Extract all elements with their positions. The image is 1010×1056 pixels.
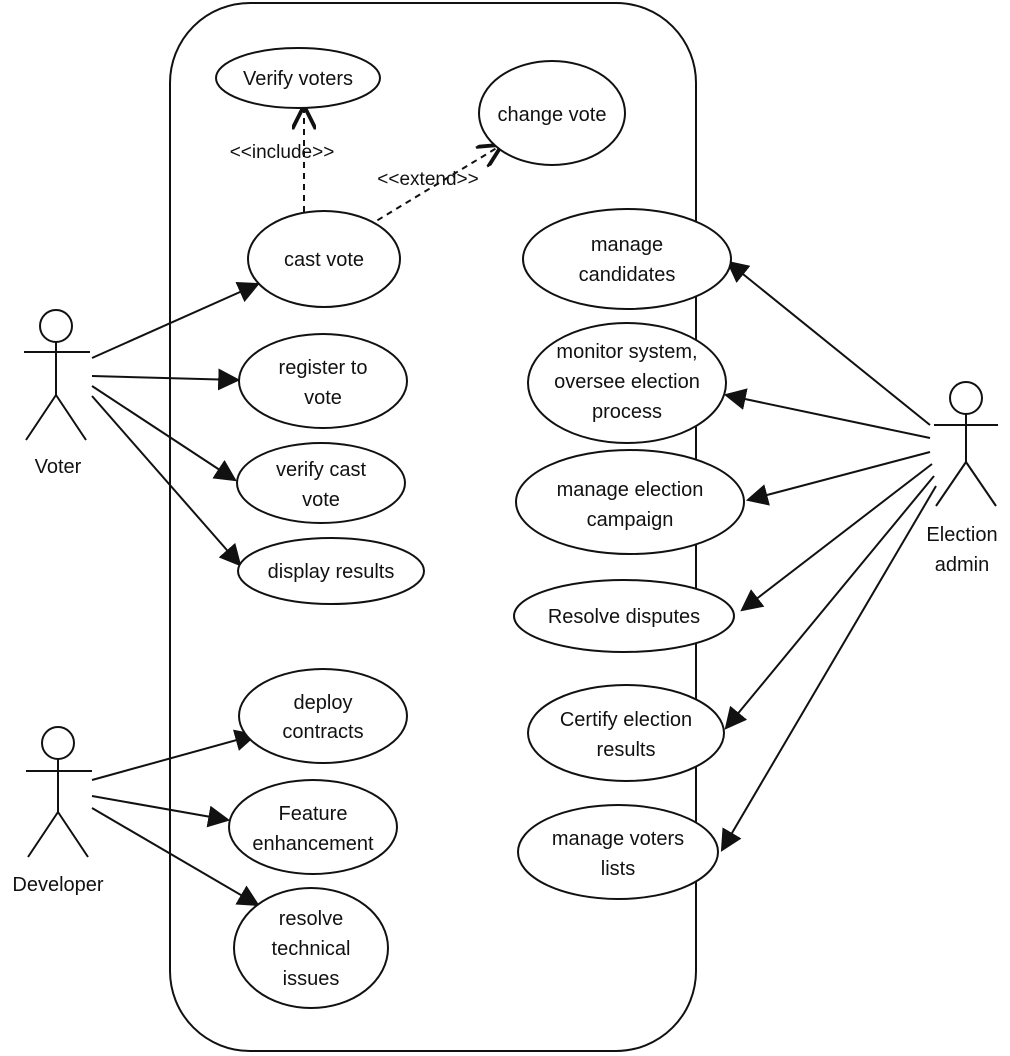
use-case-display-results[interactable]: display results [237,537,425,605]
svg-text:Verify voters: Verify voters [243,68,353,90]
use-case-certify-election-results[interactable]: Certify election results [527,684,725,782]
svg-text:manage: manage [591,234,663,256]
svg-text:candidates: candidates [579,264,676,286]
svg-text:Feature: Feature [279,803,348,825]
svg-text:cast vote: cast vote [284,249,364,271]
use-case-verify-voters[interactable]: Verify voters [215,47,381,109]
use-case-change-vote[interactable]: change vote [478,60,626,166]
svg-text:campaign: campaign [587,509,674,531]
extend-connector [367,146,500,227]
svg-text:verify cast: verify cast [276,459,366,481]
actor-voter[interactable]: Voter [24,309,90,478]
use-case-deploy-contracts[interactable]: deploy contracts [238,668,408,764]
svg-text:Developer: Developer [12,874,104,896]
admin-associations [720,260,937,852]
use-case-resolve-technical-issues[interactable]: resolve technical issues [233,887,389,1009]
use-case-resolve-disputes[interactable]: Resolve disputes [513,579,735,653]
svg-text:lists: lists [601,858,635,880]
svg-text:vote: vote [304,387,342,409]
svg-text:process: process [592,401,662,423]
actor-election-admin[interactable]: Election admin [926,381,998,576]
svg-text:oversee election: oversee election [554,371,700,393]
svg-text:Resolve disputes: Resolve disputes [548,606,700,628]
use-case-manage-election-campaign[interactable]: manage election campaign [515,449,745,555]
svg-text:monitor system,: monitor system, [556,341,697,363]
svg-text:manage election: manage election [557,479,704,501]
developer-associations [91,729,260,907]
svg-text:enhancement: enhancement [252,833,374,855]
svg-text:change vote: change vote [498,104,607,126]
use-case-cast-vote[interactable]: cast vote [247,210,401,308]
svg-text:register to: register to [279,357,368,379]
svg-text:technical: technical [272,938,351,960]
svg-text:contracts: contracts [282,721,363,743]
use-case-manage-candidates[interactable]: manage candidates [522,208,732,310]
svg-text:resolve: resolve [279,908,343,930]
svg-text:admin: admin [935,554,989,576]
include-label: <<include>> [230,142,335,163]
svg-text:vote: vote [302,489,340,511]
use-case-feature-enhancement[interactable]: Feature enhancement [228,779,398,875]
extend-label: <<extend>> [377,169,478,190]
use-case-manage-voters-lists[interactable]: manage voters lists [517,804,719,900]
actor-developer[interactable]: Developer [12,726,104,896]
svg-text:Election: Election [926,524,997,546]
svg-text:manage voters: manage voters [552,828,684,850]
svg-text:results: results [597,739,656,761]
svg-text:Certify election: Certify election [560,709,692,731]
voter-associations [91,282,261,567]
svg-text:issues: issues [283,968,340,990]
use-case-register-to-vote[interactable]: register to vote [238,333,408,429]
svg-text:deploy: deploy [294,692,353,714]
svg-text:display results: display results [268,561,395,583]
use-case-verify-cast-vote[interactable]: verify cast vote [236,442,406,524]
svg-text:Voter: Voter [35,456,82,478]
use-case-monitor-system[interactable]: monitor system, oversee election process [527,322,727,444]
